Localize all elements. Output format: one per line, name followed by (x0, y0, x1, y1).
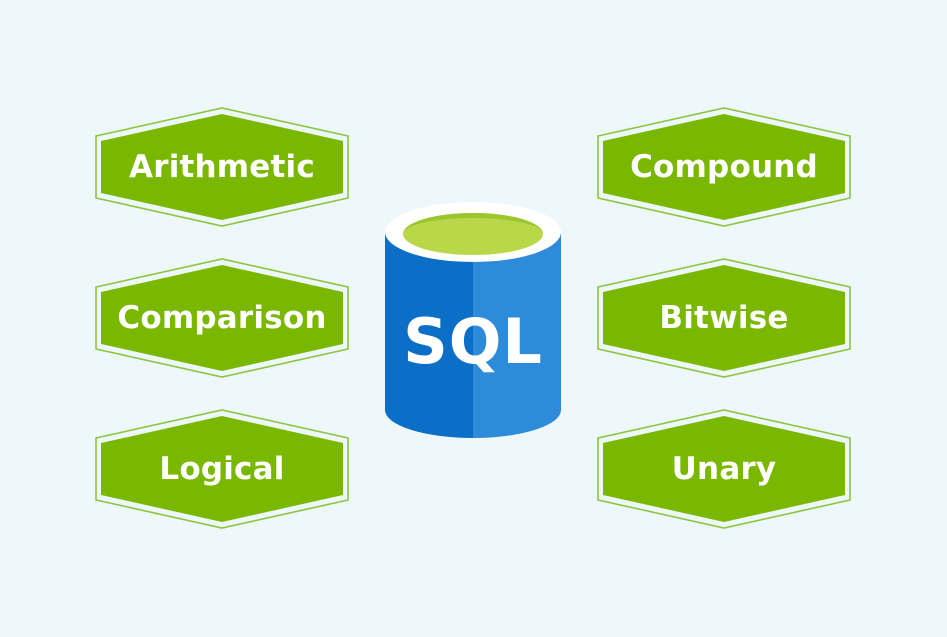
operator-label: Bitwise (659, 300, 789, 336)
operator-label: Logical (159, 451, 285, 487)
hexagon-shape (95, 107, 349, 227)
operator-badge-comparison: Comparison (95, 258, 349, 378)
operator-badge-unary: Unary (597, 409, 851, 529)
hexagon-shape (597, 107, 851, 227)
operator-badge-arithmetic: Arithmetic (95, 107, 349, 227)
sql-label: SQL (403, 304, 543, 378)
database-cylinder-icon (385, 202, 561, 438)
operator-label: Arithmetic (129, 149, 315, 185)
operator-badge-compound: Compound (597, 107, 851, 227)
hexagon-shape (95, 409, 349, 529)
operator-label: Comparison (117, 300, 327, 336)
operator-badge-logical: Logical (95, 409, 349, 529)
operator-badge-bitwise: Bitwise (597, 258, 851, 378)
operator-label: Compound (630, 149, 818, 185)
hexagon-shape (597, 409, 851, 529)
hexagon-shape (95, 258, 349, 378)
hexagon-shape (597, 258, 851, 378)
sql-database-icon: SQL (380, 196, 566, 440)
operator-label: Unary (671, 451, 777, 487)
